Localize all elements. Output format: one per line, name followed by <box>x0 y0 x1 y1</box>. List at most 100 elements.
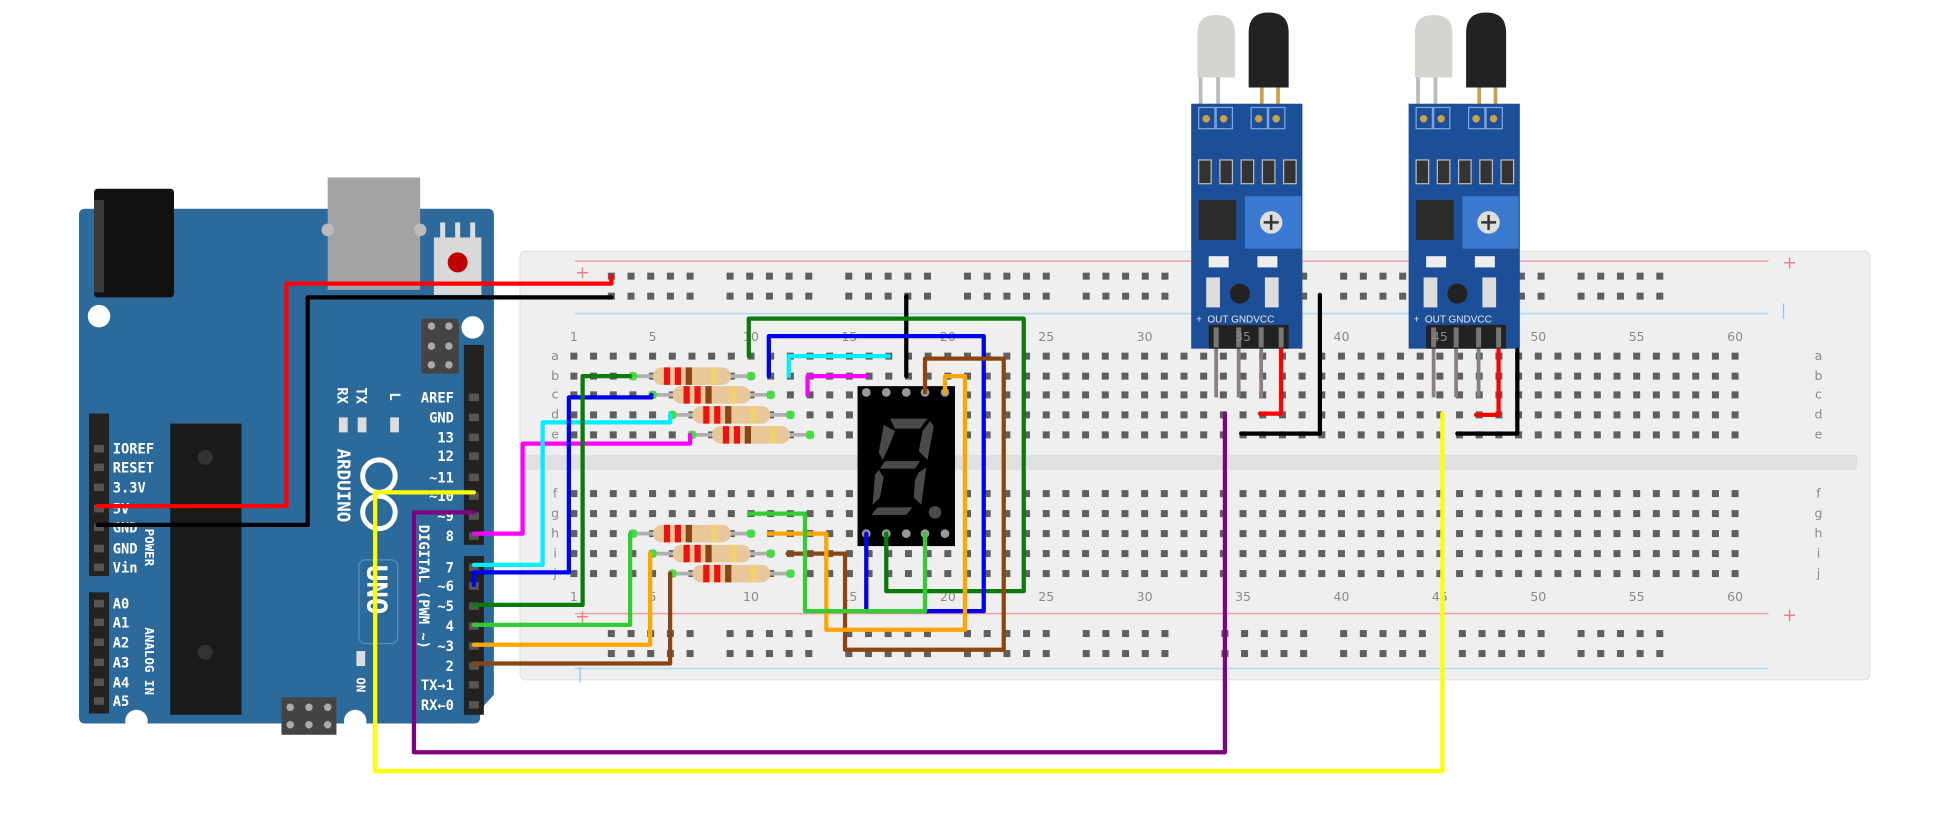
breadboard-hole[interactable] <box>1495 550 1503 558</box>
rail-hole[interactable] <box>1616 630 1624 638</box>
breadboard-hole[interactable] <box>1672 510 1680 518</box>
breadboard-hole[interactable] <box>1239 411 1247 419</box>
breadboard-hole[interactable] <box>1515 550 1523 558</box>
breadboard-hole[interactable] <box>1259 510 1267 518</box>
dark-green-wire[interactable] <box>746 316 1026 594</box>
rail-hole[interactable] <box>746 292 754 300</box>
breadboard-hole[interactable] <box>964 490 972 498</box>
breadboard-hole[interactable] <box>1337 352 1345 360</box>
rail-hole[interactable] <box>1636 272 1644 280</box>
rail-hole[interactable] <box>726 650 734 658</box>
magenta-wire[interactable] <box>471 432 693 536</box>
sensor-header-pin[interactable] <box>1258 327 1264 348</box>
breadboard-hole[interactable] <box>1259 530 1267 538</box>
breadboard-hole[interactable] <box>1692 510 1700 518</box>
rail-hole[interactable] <box>924 630 932 638</box>
rail-hole[interactable] <box>1300 630 1308 638</box>
rail-hole[interactable] <box>864 630 872 638</box>
breadboard-hole[interactable] <box>1456 352 1464 360</box>
breadboard-hole[interactable] <box>1475 570 1483 578</box>
rail-hole[interactable] <box>864 272 872 280</box>
breadboard-hole[interactable] <box>1160 570 1168 578</box>
breadboard-hole[interactable] <box>1436 391 1444 399</box>
rail-hole[interactable] <box>1399 272 1407 280</box>
breadboard-hole[interactable] <box>1141 411 1149 419</box>
blue-wire[interactable] <box>471 392 654 587</box>
rail-hole[interactable] <box>1082 650 1090 658</box>
rail-hole[interactable] <box>1003 630 1011 638</box>
sensor-header-pin[interactable] <box>1431 327 1437 348</box>
header-pin[interactable] <box>468 492 479 500</box>
orange-wire[interactable] <box>766 374 968 632</box>
breadboard-hole[interactable] <box>767 490 775 498</box>
breadboard-hole[interactable] <box>590 550 598 558</box>
rail-hole[interactable] <box>1379 272 1387 280</box>
breadboard-hole[interactable] <box>1593 411 1601 419</box>
rail-hole[interactable] <box>1042 292 1050 300</box>
breadboard-hole[interactable] <box>1377 510 1385 518</box>
breadboard-hole[interactable] <box>826 510 834 518</box>
breadboard-hole[interactable] <box>1711 352 1719 360</box>
rail-hole[interactable] <box>1161 630 1169 638</box>
rail-hole[interactable] <box>1359 272 1367 280</box>
breadboard-hole[interactable] <box>1652 372 1660 380</box>
breadboard-hole[interactable] <box>944 550 952 558</box>
rail-hole[interactable] <box>845 292 853 300</box>
breadboard-hole[interactable] <box>1337 570 1345 578</box>
breadboard-hole[interactable] <box>609 510 617 518</box>
rail-hole[interactable] <box>1023 630 1031 638</box>
breadboard-hole[interactable] <box>1515 530 1523 538</box>
breadboard-hole[interactable] <box>1396 411 1404 419</box>
breadboard-hole[interactable] <box>649 510 657 518</box>
rail-hole[interactable] <box>924 650 932 658</box>
rail-hole[interactable] <box>864 292 872 300</box>
breadboard-hole[interactable] <box>1298 550 1306 558</box>
breadboard-hole[interactable] <box>1141 431 1149 439</box>
breadboard-hole[interactable] <box>1652 352 1660 360</box>
breadboard-hole[interactable] <box>1574 352 1582 360</box>
breadboard-hole[interactable] <box>1337 411 1345 419</box>
black-wire[interactable] <box>1239 292 1323 436</box>
rail-hole[interactable] <box>1161 650 1169 658</box>
header-pin[interactable] <box>94 504 105 513</box>
breadboard-hole[interactable] <box>570 510 578 518</box>
breadboard-hole[interactable] <box>1298 372 1306 380</box>
breadboard-hole[interactable] <box>1731 391 1739 399</box>
breadboard-hole[interactable] <box>1357 530 1365 538</box>
rail-hole[interactable] <box>726 292 734 300</box>
rail-hole[interactable] <box>924 272 932 280</box>
breadboard-hole[interactable] <box>1337 391 1345 399</box>
breadboard-hole[interactable] <box>1593 530 1601 538</box>
breadboard-hole[interactable] <box>1377 391 1385 399</box>
breadboard-hole[interactable] <box>1239 550 1247 558</box>
breadboard-hole[interactable] <box>1672 411 1680 419</box>
rail-hole[interactable] <box>1379 292 1387 300</box>
rail-hole[interactable] <box>983 272 991 280</box>
breadboard-hole[interactable] <box>1613 490 1621 498</box>
rail-hole[interactable] <box>1616 292 1624 300</box>
rail-hole[interactable] <box>785 630 793 638</box>
breadboard-hole[interactable] <box>1456 391 1464 399</box>
rail-hole[interactable] <box>1280 650 1288 658</box>
cyan-wire[interactable] <box>786 354 891 379</box>
breadboard-hole[interactable] <box>1377 431 1385 439</box>
breadboard-hole[interactable] <box>609 391 617 399</box>
breadboard-hole[interactable] <box>944 352 952 360</box>
rail-hole[interactable] <box>983 650 991 658</box>
breadboard-hole[interactable] <box>688 490 696 498</box>
breadboard-hole[interactable] <box>1239 490 1247 498</box>
breadboard-hole[interactable] <box>1534 510 1542 518</box>
breadboard-hole[interactable] <box>1593 570 1601 578</box>
breadboard-hole[interactable] <box>1633 530 1641 538</box>
breadboard-hole[interactable] <box>1672 372 1680 380</box>
breadboard-hole[interactable] <box>1377 352 1385 360</box>
breadboard-hole[interactable] <box>924 570 932 578</box>
rail-hole[interactable] <box>1340 292 1348 300</box>
breadboard-hole[interactable] <box>688 352 696 360</box>
rail-hole[interactable] <box>726 272 734 280</box>
breadboard-hole[interactable] <box>1121 372 1129 380</box>
rail-hole[interactable] <box>964 650 972 658</box>
rail-hole[interactable] <box>1241 650 1249 658</box>
breadboard-hole[interactable] <box>1436 431 1444 439</box>
rail-hole[interactable] <box>1418 630 1426 638</box>
